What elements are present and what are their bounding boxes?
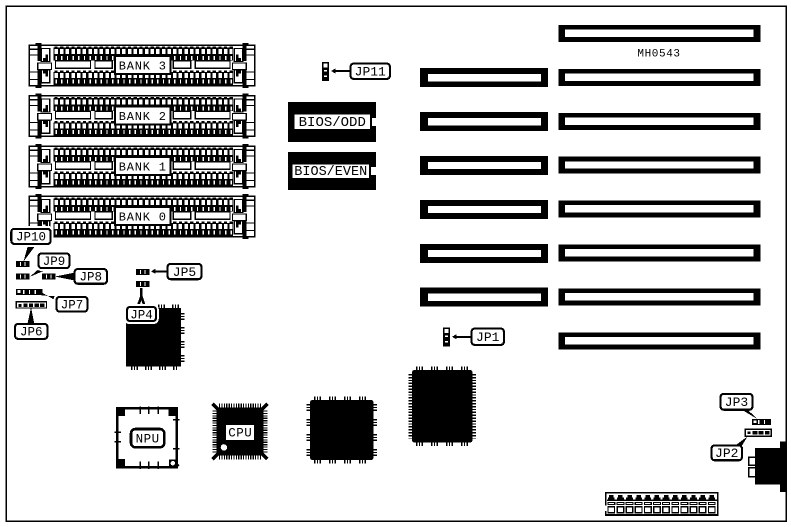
svg-text:BANK 2: BANK 2 [119, 110, 167, 124]
svg-text:JP2: JP2 [715, 446, 738, 461]
svg-text:JP1: JP1 [476, 330, 500, 345]
svg-text:BANK 1: BANK 1 [119, 160, 167, 174]
svg-text:BIOS/ODD: BIOS/ODD [299, 115, 366, 131]
svg-text:JP7: JP7 [61, 299, 84, 313]
svg-text:BANK 3: BANK 3 [119, 59, 167, 73]
svg-text:JP11: JP11 [355, 65, 386, 80]
svg-text:JP4: JP4 [130, 308, 153, 322]
svg-text:MH0543: MH0543 [637, 49, 680, 61]
svg-text:JP9: JP9 [43, 255, 66, 269]
svg-text:BANK 0: BANK 0 [119, 210, 167, 224]
svg-text:JP6: JP6 [20, 326, 43, 340]
svg-text:JP8: JP8 [79, 271, 102, 285]
svg-text:JP10: JP10 [16, 231, 46, 245]
svg-text:NPU: NPU [136, 433, 160, 447]
svg-text:JP3: JP3 [725, 395, 748, 410]
svg-text:BIOS/EVEN: BIOS/EVEN [294, 165, 367, 180]
svg-text:JP5: JP5 [173, 265, 196, 280]
svg-text:CPU: CPU [228, 427, 252, 441]
